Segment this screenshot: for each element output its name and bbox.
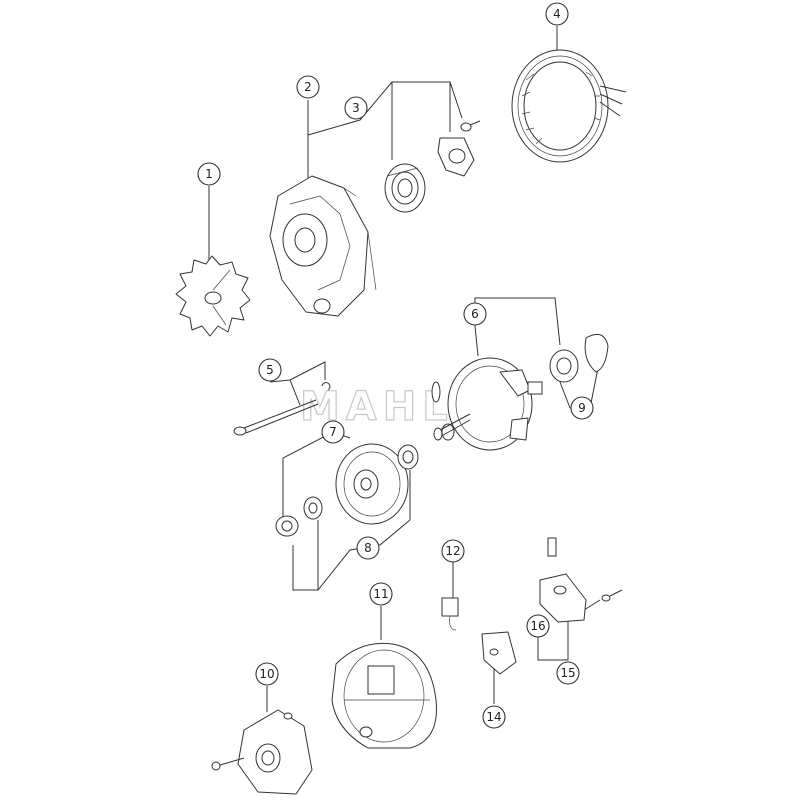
svg-text:7: 7 [329, 425, 337, 439]
drive-end-housing-part [269, 175, 377, 317]
connector-part [441, 597, 459, 631]
callout-11: 11 [369, 582, 393, 606]
svg-text:2: 2 [304, 80, 312, 94]
brush-holder-part [539, 537, 623, 623]
svg-text:14: 14 [486, 710, 501, 724]
svg-text:15: 15 [560, 666, 575, 680]
spacer-ring-part [397, 444, 419, 470]
slip-ring-housing-part [331, 642, 437, 749]
callout-1: 1 [197, 162, 221, 186]
svg-text:12: 12 [445, 544, 460, 558]
callout-16: 16 [526, 614, 550, 638]
bearing-and-plate-part [384, 120, 481, 213]
fan-part [175, 255, 251, 337]
svg-text:11: 11 [373, 587, 388, 601]
svg-text:9: 9 [578, 401, 586, 415]
svg-text:16: 16 [530, 619, 545, 633]
callout-9: 9 [570, 396, 594, 420]
svg-text:5: 5 [266, 363, 274, 377]
callout-15: 15 [556, 661, 580, 685]
through-bolt-part [233, 382, 331, 436]
pulley-part [275, 443, 409, 537]
stator-part [511, 49, 627, 163]
callout-2: 2 [296, 75, 320, 99]
callout-12: 12 [441, 539, 465, 563]
callout-14: 14 [482, 705, 506, 729]
rotor-part [433, 357, 543, 451]
svg-text:3: 3 [352, 101, 360, 115]
callout-6: 6 [463, 302, 487, 326]
callout-7: 7 [321, 420, 345, 444]
svg-text:8: 8 [364, 541, 372, 555]
callout-8: 8 [356, 536, 380, 560]
callout-5: 5 [258, 358, 282, 382]
callout-3: 3 [344, 96, 368, 120]
cover-part [481, 631, 517, 675]
slip-ring-bearing-part [549, 333, 609, 383]
svg-text:10: 10 [259, 667, 274, 681]
callout-10: 10 [255, 662, 279, 686]
svg-text:6: 6 [471, 307, 479, 321]
svg-text:1: 1 [205, 167, 213, 181]
svg-text:4: 4 [553, 7, 561, 21]
rectifier-part [211, 709, 313, 795]
callout-4: 4 [545, 2, 569, 26]
small-ring-part [431, 381, 441, 403]
